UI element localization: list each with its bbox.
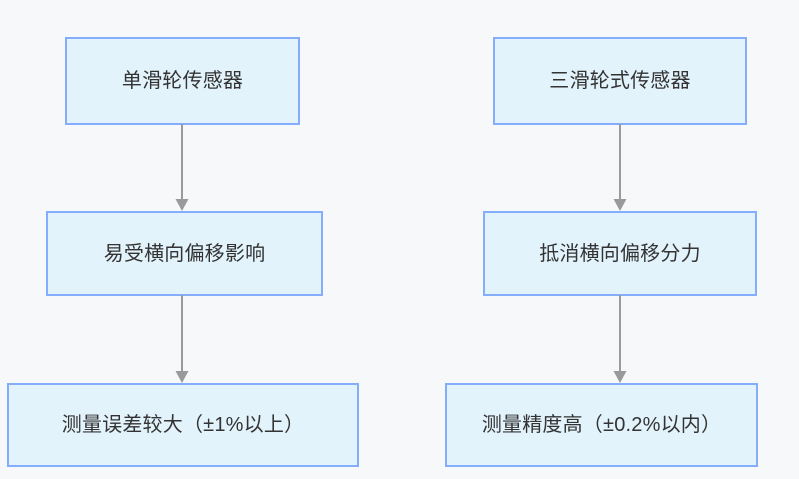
node-single-pulley-sensor[interactable]: 单滑轮传感器 [65,37,300,125]
node-large-measurement-error[interactable]: 测量误差较大（±1%以上） [7,383,359,467]
arrowhead-icon [613,199,627,211]
connector-left-1-to-left-2 [175,124,189,211]
connector-right-2-to-right-3 [613,295,627,383]
arrowhead-icon [175,371,189,383]
connector-right-1-to-right-2 [613,124,627,211]
arrowhead-icon [613,371,627,383]
node-cancel-lateral-force[interactable]: 抵消横向偏移分力 [483,211,757,296]
node-label: 单滑轮传感器 [121,70,244,92]
node-label: 三滑轮式传感器 [549,70,691,92]
node-label: 测量精度高（±0.2%以内） [481,414,722,436]
arrowhead-icon [175,199,189,211]
node-lateral-offset-affected[interactable]: 易受横向偏移影响 [46,211,323,296]
node-triple-pulley-sensor[interactable]: 三滑轮式传感器 [493,37,747,125]
node-label: 抵消横向偏移分力 [539,242,701,265]
connector-left-2-to-left-3 [175,295,189,383]
node-label: 易受横向偏移影响 [103,242,266,265]
node-label: 测量误差较大（±1%以上） [61,414,305,436]
node-high-measurement-accuracy[interactable]: 测量精度高（±0.2%以内） [445,383,758,467]
